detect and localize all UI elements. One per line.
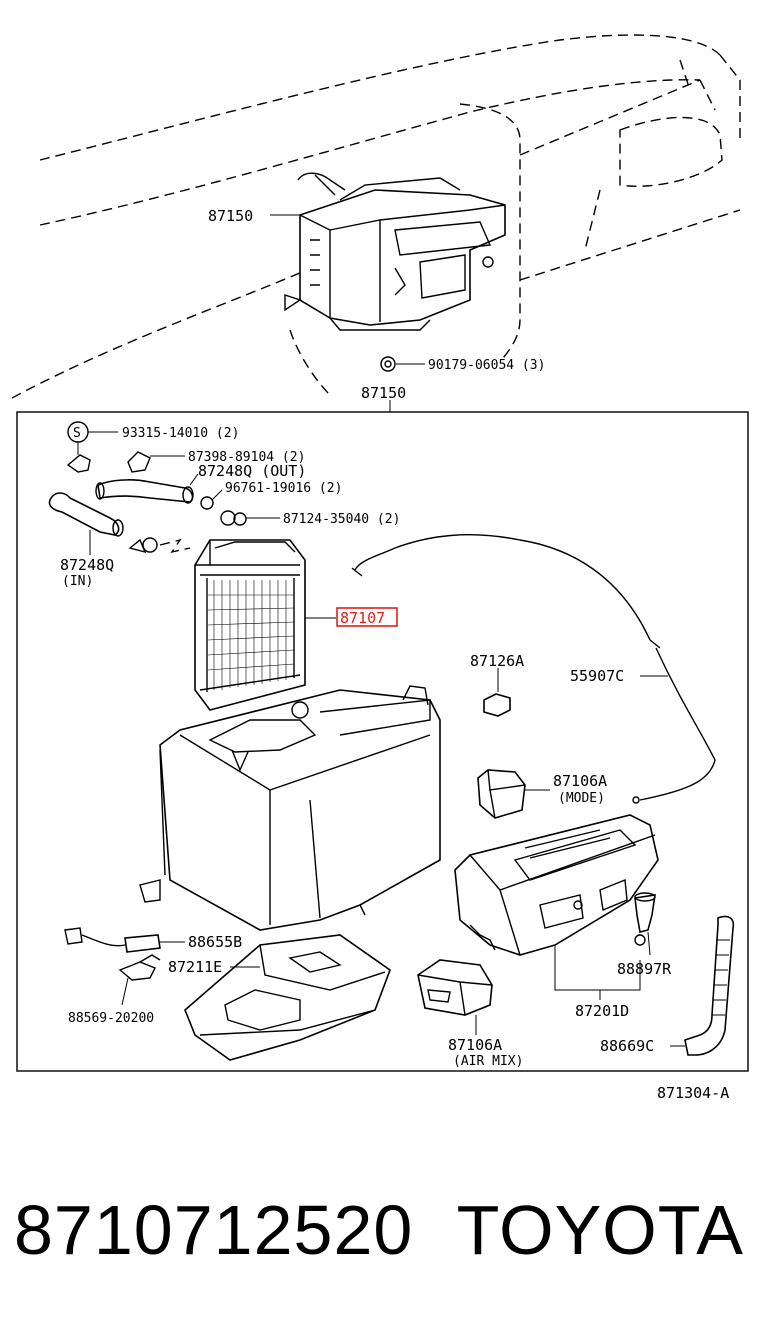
hose-in-icon (48, 492, 124, 537)
oring-96761-icon (200, 496, 214, 510)
brand-name: TOYOTA (456, 1191, 744, 1269)
hose-out-icon (95, 479, 194, 504)
label-clip-88569: 88569-20200 (68, 1011, 154, 1026)
heater-case-icon (139, 685, 441, 931)
label-screw-93315: 93315-14010 (2) (122, 426, 239, 441)
label-servo-mode-note: (MODE) (558, 791, 605, 806)
label-sensor-88655b: 88655B (188, 933, 242, 951)
hose-88669c-icon (684, 915, 735, 1056)
clip-90179-icon (380, 356, 396, 372)
label-clip-87126a: 87126A (470, 652, 524, 670)
clamp-87398-icon (66, 451, 151, 473)
screw-icon: S (67, 421, 89, 443)
label-servo-mode: 87106A (553, 772, 607, 790)
sensor-88655b-icon (64, 927, 161, 953)
clip-87126a-icon (483, 693, 511, 717)
cover-87211e-icon (184, 934, 391, 1061)
control-cable-icon (351, 534, 716, 804)
label-valve-88897r: 88897R (617, 960, 672, 978)
heater-core-icon (194, 539, 306, 711)
label-clamp-87124: 87124-35040 (2) (283, 512, 400, 527)
label-cable-55907c: 55907C (570, 667, 624, 685)
valve-88897r-icon (634, 892, 656, 946)
exploded-view-frame (16, 411, 749, 1072)
servo-mode-icon (477, 769, 526, 819)
label-clamp-87398: 87398-89104 (2) (188, 450, 305, 465)
parts-diagram: 87150 90179-06054 (3) 87150 S 93315-1401… (11, 34, 749, 1102)
label-hose-in-note: (IN) (62, 574, 93, 589)
clip-88569-icon (118, 954, 161, 981)
label-hose-in: 87248Q (60, 556, 114, 574)
clamp-87124-icon (128, 510, 247, 554)
label-unit-top: 87150 (208, 207, 253, 225)
screw-symbol: S (73, 426, 81, 441)
label-servo-airmix: 87106A (448, 1036, 502, 1054)
label-clip-90179: 90179-06054 (3) (428, 358, 545, 373)
label-case-87201d: 87201D (575, 1002, 629, 1020)
case-87201d-icon (454, 814, 659, 956)
label-hose-out: 87248Q (OUT) (198, 462, 306, 480)
servo-airmix-icon (417, 959, 493, 1016)
label-cover-87211e: 87211E (168, 958, 222, 976)
footer: 8710712520 TOYOTA (0, 1190, 760, 1280)
heater-unit-assembly-top (284, 172, 506, 331)
label-heater-core: 87107 (340, 609, 385, 627)
label-unit-bottom: 87150 (361, 384, 406, 402)
diagram-code: 871304-A (657, 1084, 729, 1102)
heater-core-fins (207, 580, 295, 690)
label-servo-airmix-note: (AIR MIX) (453, 1054, 523, 1069)
label-oring-96761: 96761-19016 (2) (225, 481, 342, 496)
part-number: 8710712520 (14, 1191, 414, 1269)
heater-core-highlight-box (336, 607, 398, 627)
label-hose-88669c: 88669C (600, 1037, 654, 1055)
dashboard-outline (11, 34, 741, 399)
